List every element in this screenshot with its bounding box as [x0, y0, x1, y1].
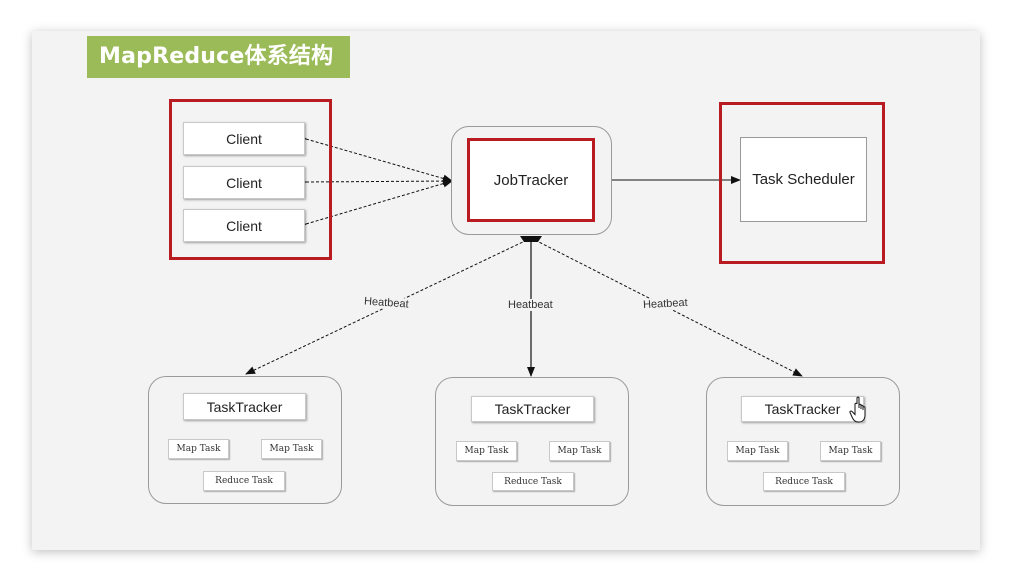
- heartbeat-label-2: Heatbeat: [506, 299, 555, 311]
- map-task-1b[interactable]: Map Task: [261, 439, 322, 459]
- map-task-3b[interactable]: Map Task: [820, 441, 881, 461]
- scheduler-highlight: [719, 102, 885, 264]
- reduce-task-3[interactable]: Reduce Task: [763, 472, 845, 491]
- task-scheduler-node[interactable]: Task Scheduler: [740, 137, 867, 222]
- jobtracker-node[interactable]: JobTracker: [470, 141, 592, 219]
- client-group-highlight: [169, 99, 332, 260]
- map-task-2b[interactable]: Map Task: [549, 441, 610, 461]
- hand-pointer-cursor-icon: [849, 396, 866, 423]
- client-node-1[interactable]: Client: [183, 122, 305, 155]
- map-task-1a[interactable]: Map Task: [168, 439, 229, 459]
- tasktracker-node-2[interactable]: TaskTracker: [471, 396, 594, 422]
- reduce-task-2[interactable]: Reduce Task: [492, 472, 574, 491]
- heartbeat-label-3: Heatbeat: [640, 296, 690, 312]
- reduce-task-1[interactable]: Reduce Task: [203, 471, 285, 491]
- page-title: MapReduce体系结构: [87, 36, 350, 78]
- map-task-3a[interactable]: Map Task: [727, 441, 788, 461]
- tasktracker-node-3[interactable]: TaskTracker: [741, 396, 864, 422]
- client-node-2[interactable]: Client: [183, 166, 305, 199]
- tasktracker-node-1[interactable]: TaskTracker: [183, 393, 306, 420]
- map-task-2a[interactable]: Map Task: [456, 441, 517, 461]
- client-node-3[interactable]: Client: [183, 209, 305, 242]
